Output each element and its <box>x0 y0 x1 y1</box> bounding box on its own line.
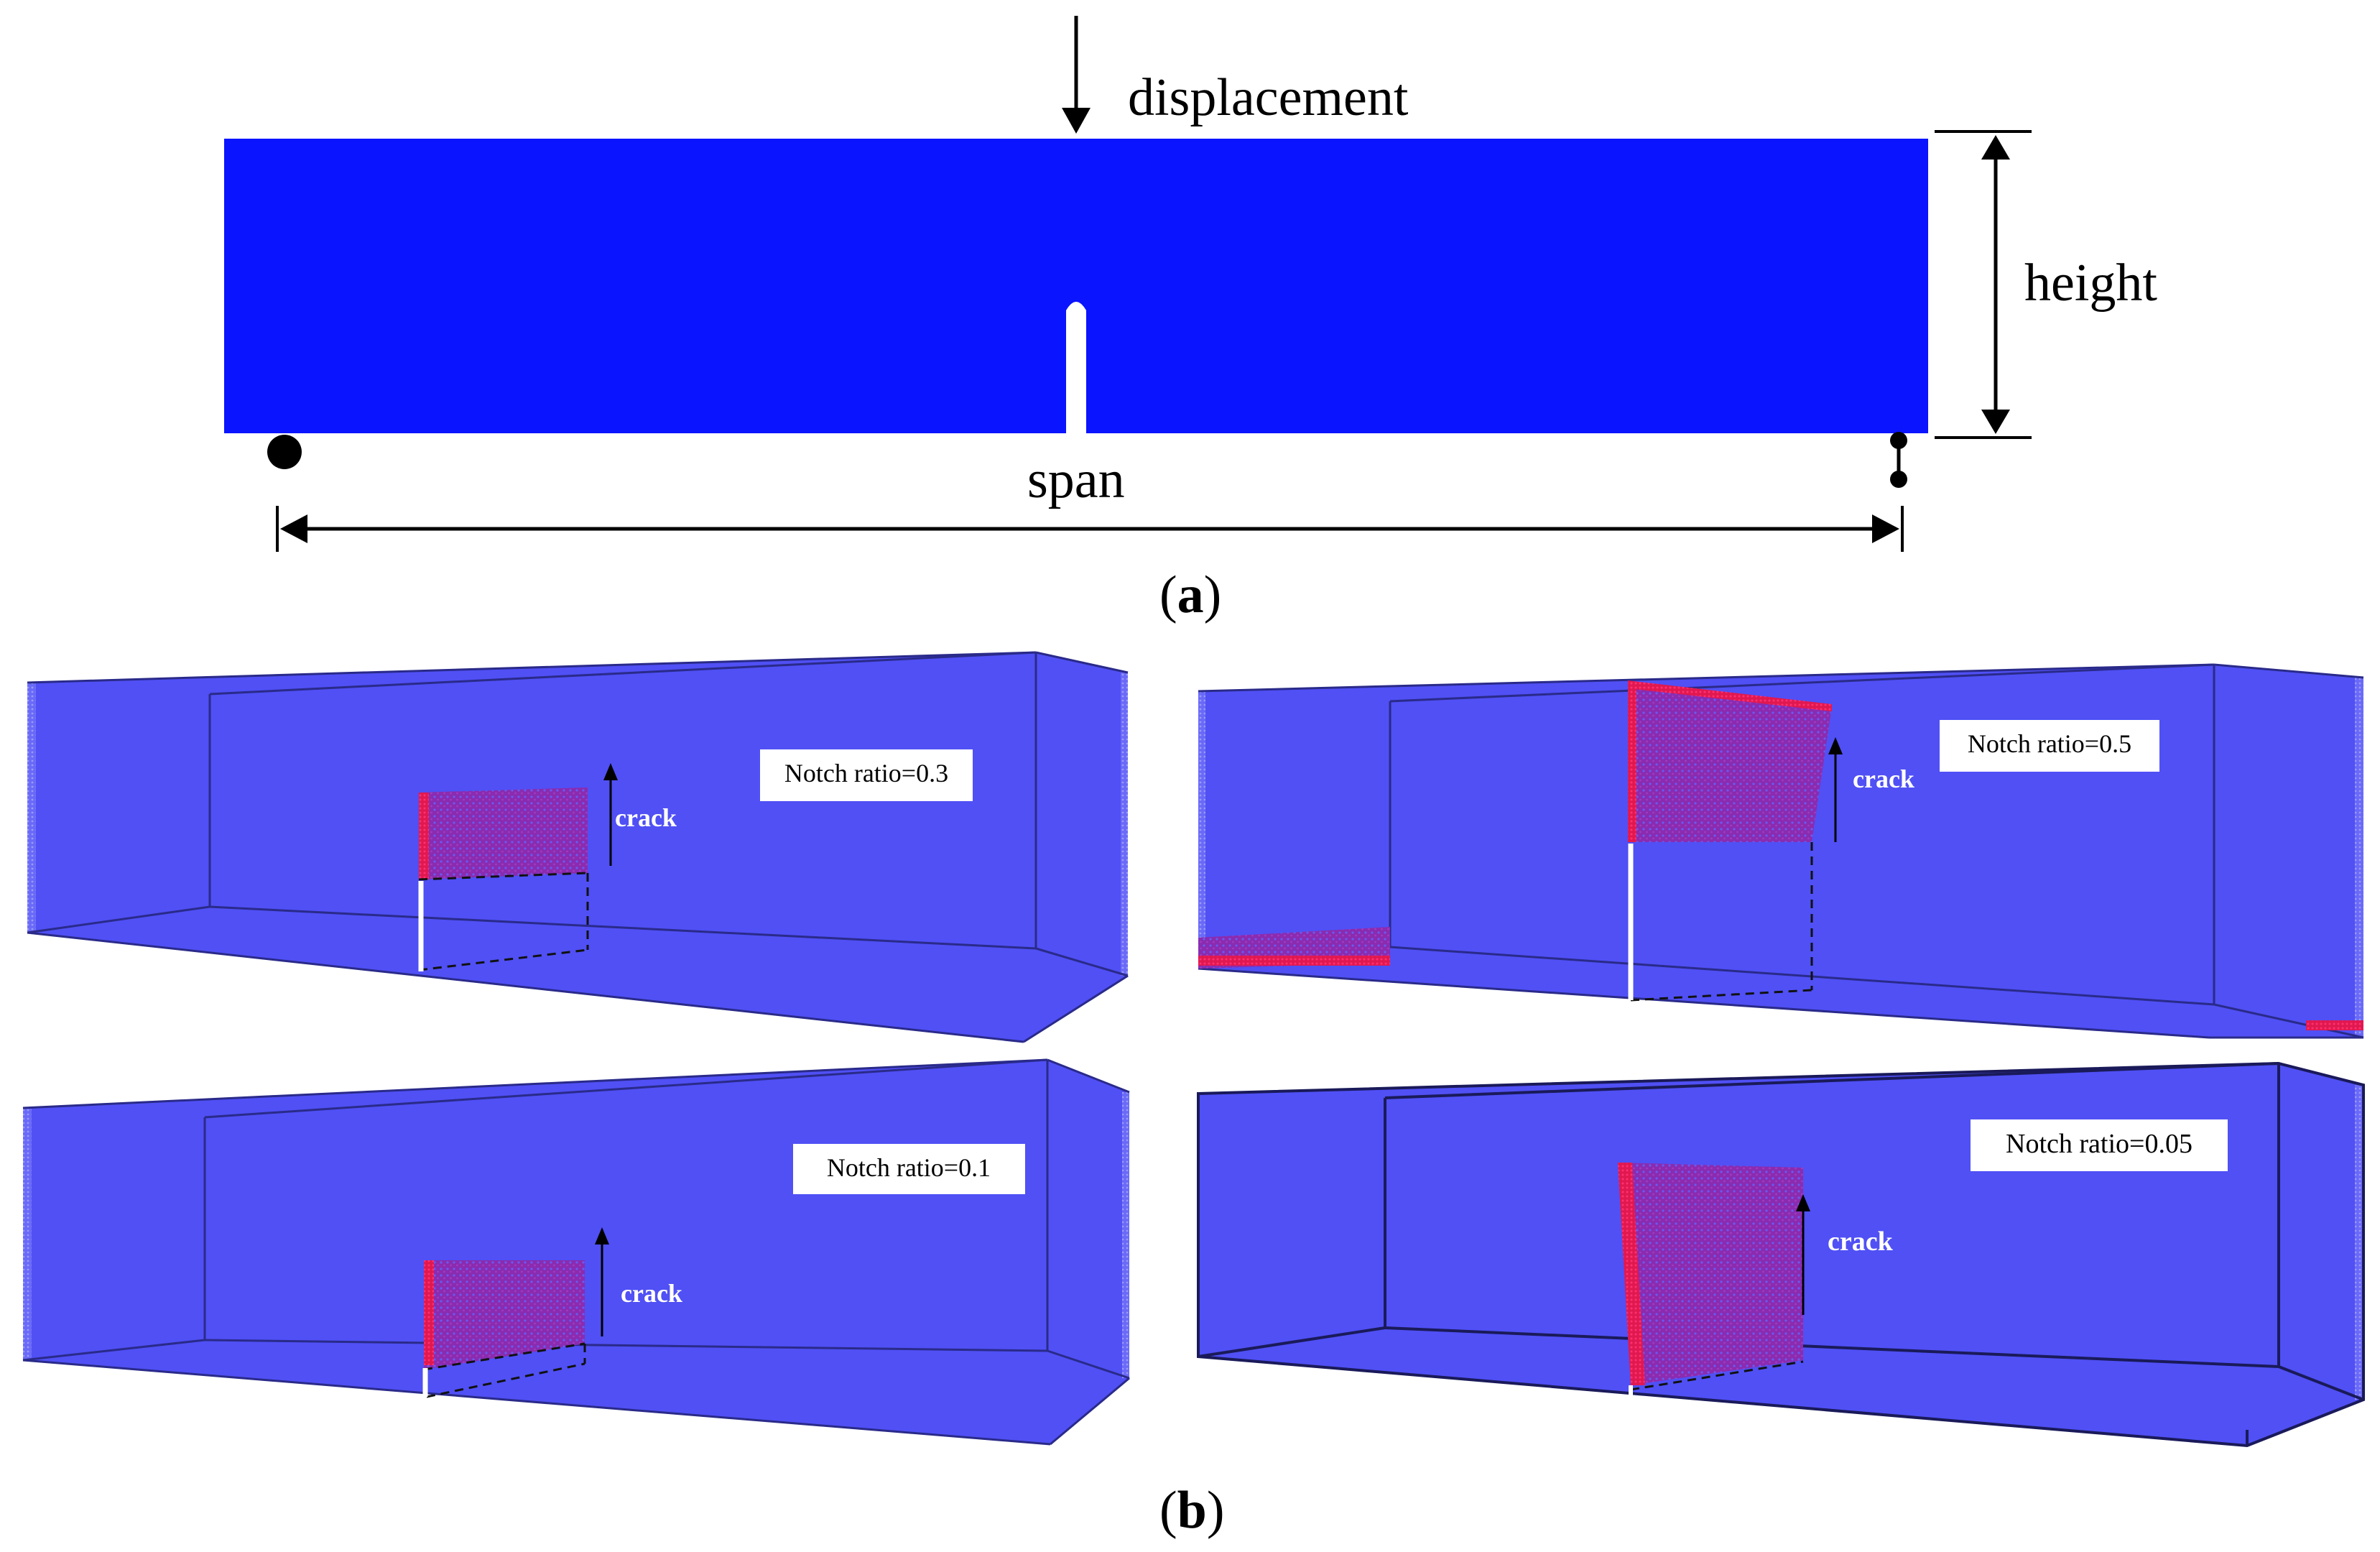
up-arrow-icon <box>1828 737 1843 842</box>
crack-zone <box>419 787 588 879</box>
up-arrow-icon <box>1796 1194 1810 1315</box>
end-face-right <box>1122 1092 1129 1378</box>
caption-b: (b) <box>1159 1481 1224 1540</box>
up-arrow-icon <box>603 763 618 866</box>
crack-label: crack <box>1853 765 1914 793</box>
load-label: displacement <box>1128 68 1409 127</box>
panel-b: crack Notch ratio=0.3 <box>22 651 2365 1540</box>
beam-notch-0.3: crack Notch ratio=0.3 <box>27 651 1129 1043</box>
height-dimension <box>1935 130 2032 439</box>
crack-label: crack <box>615 803 677 832</box>
crack-label: crack <box>621 1279 682 1308</box>
notch-label-box <box>793 1144 1025 1194</box>
span-label: span <box>1027 451 1125 509</box>
crack-zone <box>1628 683 1832 842</box>
notch-label: Notch ratio=0.3 <box>784 759 948 787</box>
end-face-right <box>2355 678 2363 1038</box>
beam-notch-0.1: crack Notch ratio=0.1 <box>22 1058 1130 1446</box>
notch-label: Notch ratio=0.05 <box>2006 1129 2193 1159</box>
notch-label-box <box>760 749 973 801</box>
crack-zone <box>424 1260 585 1369</box>
crack-zone <box>1618 1163 1803 1385</box>
crack-label: crack <box>1828 1227 1894 1257</box>
double-arrow-icon <box>1981 135 2010 434</box>
end-face-left <box>23 1108 32 1360</box>
end-face-right <box>2355 1085 2363 1400</box>
caption-a: (a) <box>1159 565 1221 624</box>
beam-notch-0.05: crack Notch ratio=0.05 <box>1197 1061 2365 1448</box>
roller-support-icon <box>1890 432 1907 488</box>
notch-label: Notch ratio=0.1 <box>827 1153 991 1182</box>
end-face-left <box>1198 691 1205 969</box>
notch <box>1066 302 1086 433</box>
down-arrow-icon <box>1062 16 1091 134</box>
end-face-right <box>1121 673 1128 976</box>
height-label: height <box>2024 254 2157 313</box>
up-arrow-icon <box>595 1227 609 1336</box>
end-face-left <box>27 683 36 933</box>
panel-a: displacement height span <box>224 16 2157 624</box>
beam-notch-0.5: crack Notch ratio=0.5 <box>1198 663 2364 1039</box>
notch-label: Notch ratio=0.5 <box>1968 729 2131 758</box>
notch-label-box <box>1940 720 2159 772</box>
pin-support-icon <box>267 435 302 469</box>
span-dimension <box>276 506 1904 552</box>
notch-label-box <box>1971 1119 2228 1171</box>
